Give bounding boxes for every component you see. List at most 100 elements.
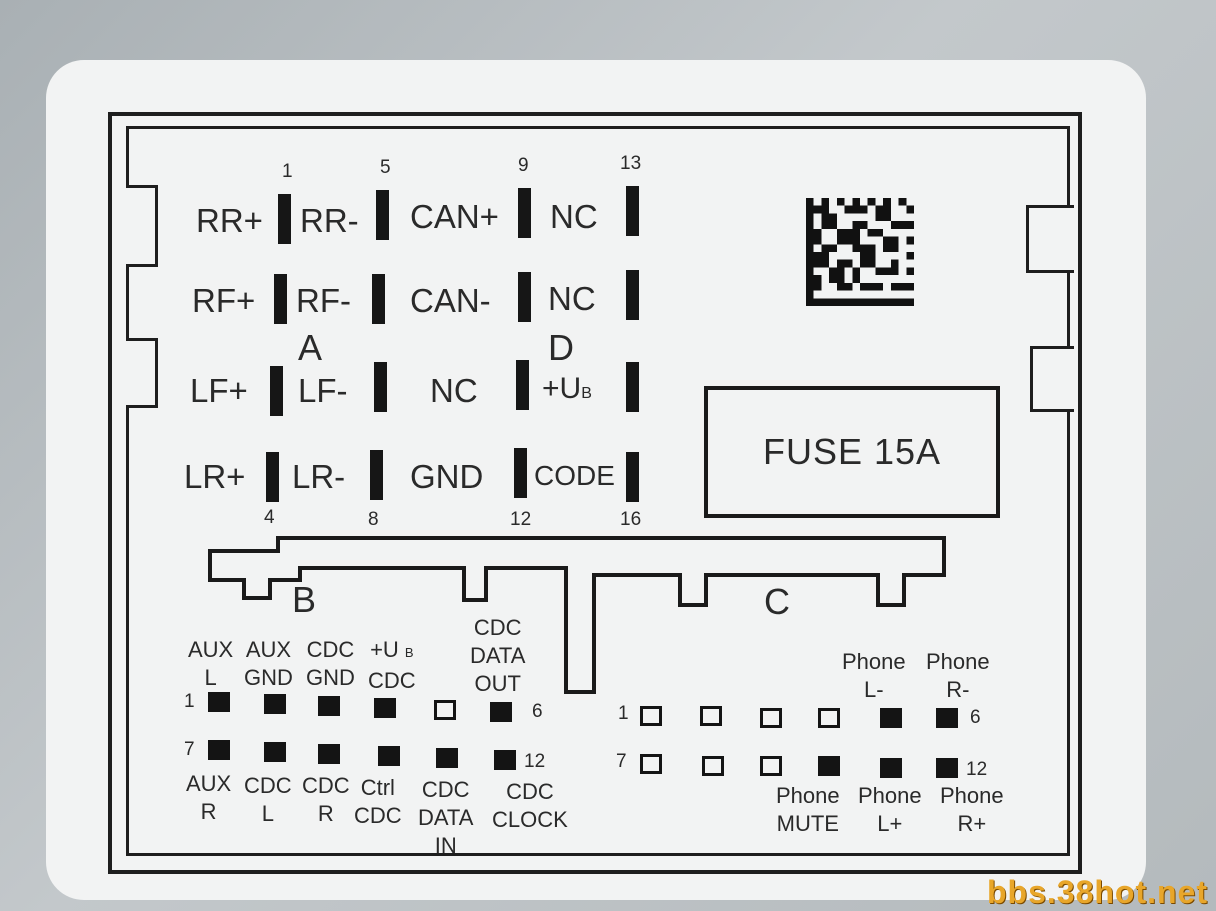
signal-nc-top: NC bbox=[550, 198, 598, 235]
pin-d5 bbox=[626, 186, 639, 236]
c-pin-11 bbox=[880, 758, 902, 778]
c-pin-9 bbox=[760, 756, 782, 776]
pin-d3 bbox=[516, 360, 529, 410]
b-pin-9 bbox=[318, 744, 340, 764]
right-notch-bottom bbox=[1030, 346, 1074, 412]
c-pin-8 bbox=[702, 756, 724, 776]
pin-d4 bbox=[514, 448, 527, 498]
c-pin-6 bbox=[936, 708, 958, 728]
signal-lr-minus: LR- bbox=[292, 458, 346, 495]
pin-number-13: 13 bbox=[620, 153, 642, 174]
pin-number-9: 9 bbox=[518, 155, 529, 176]
b-pin-4 bbox=[374, 698, 396, 718]
pin-number-1: 1 bbox=[282, 161, 293, 182]
c-pin-2 bbox=[700, 706, 722, 726]
left-notch-top bbox=[126, 185, 158, 267]
pin-number-8: 8 bbox=[368, 509, 379, 530]
pin-a1 bbox=[278, 194, 291, 244]
c-pin-5 bbox=[880, 708, 902, 728]
signal-nc-mid: NC bbox=[548, 280, 596, 317]
c-pin-number-12: 12 bbox=[966, 759, 988, 780]
signal-can-plus: CAN+ bbox=[410, 198, 499, 235]
connector-label-sticker bbox=[46, 60, 1146, 900]
connector-c-label: C bbox=[764, 581, 790, 622]
b-pin-3 bbox=[318, 696, 340, 716]
signal-lr-plus: LR+ bbox=[184, 458, 246, 495]
c-pin-1 bbox=[640, 706, 662, 726]
b-pin-11 bbox=[436, 748, 458, 768]
fuse-box: FUSE 15A bbox=[704, 386, 1000, 518]
connector-b-label: B bbox=[292, 579, 317, 620]
b-pin-12 bbox=[494, 750, 516, 770]
datamatrix-code bbox=[806, 198, 914, 306]
c-pin-12 bbox=[936, 758, 958, 778]
c-pin-3 bbox=[760, 708, 782, 728]
b-pin-number-12: 12 bbox=[524, 751, 546, 772]
plus-u-subscript: B bbox=[581, 385, 592, 402]
pin-a8 bbox=[370, 450, 383, 500]
pin-number-12: 12 bbox=[510, 509, 532, 530]
pin-a2 bbox=[274, 274, 287, 324]
signal-rr-plus: RR+ bbox=[196, 202, 263, 239]
plus-u-text: +U bbox=[542, 372, 582, 405]
c-pin-number-6: 6 bbox=[970, 707, 981, 728]
signal-rr-minus: RR- bbox=[300, 202, 359, 239]
signal-rf-minus: RF- bbox=[296, 282, 351, 319]
pin-a6 bbox=[372, 274, 385, 324]
b-pin-8 bbox=[264, 742, 286, 762]
watermark-text: bbs.38hot.net bbox=[986, 874, 1208, 910]
connector-a-label: A bbox=[298, 327, 323, 368]
pin-number-5: 5 bbox=[380, 157, 391, 178]
right-notch-top bbox=[1026, 205, 1074, 273]
b-pin-6 bbox=[490, 702, 512, 722]
pin-d7 bbox=[626, 362, 639, 412]
b-pin-5 bbox=[434, 700, 456, 720]
connector-d-label: D bbox=[548, 327, 574, 368]
pin-a3 bbox=[270, 366, 283, 416]
c-pin-number-1: 1 bbox=[618, 703, 629, 724]
pin-a7 bbox=[374, 362, 387, 412]
b-pin-number-1: 1 bbox=[184, 691, 195, 712]
c-pin-number-7: 7 bbox=[616, 751, 627, 772]
b-pin-1 bbox=[208, 692, 230, 712]
signal-rf-plus: RF+ bbox=[192, 282, 256, 319]
pin-d2 bbox=[518, 272, 531, 322]
pin-a5 bbox=[376, 190, 389, 240]
b-pin-number-7: 7 bbox=[184, 739, 195, 760]
pin-a4 bbox=[266, 452, 279, 502]
pin-d1 bbox=[518, 188, 531, 238]
b-pin-2 bbox=[264, 694, 286, 714]
c-pin-7 bbox=[640, 754, 662, 774]
signal-code: CODE bbox=[534, 460, 615, 491]
c-pin-4 bbox=[818, 708, 840, 728]
inner-frame bbox=[126, 126, 1070, 856]
c-pin-10 bbox=[818, 756, 840, 776]
signal-lf-minus: LF- bbox=[298, 372, 348, 409]
pin-number-16: 16 bbox=[620, 509, 642, 530]
b-pin-7 bbox=[208, 740, 230, 760]
outer-frame bbox=[108, 112, 1082, 874]
b-pin-number-6: 6 bbox=[532, 701, 543, 722]
signal-plus-u: +UB bbox=[542, 374, 592, 404]
left-notch-bottom bbox=[126, 338, 158, 408]
signal-can-minus: CAN- bbox=[410, 282, 491, 319]
signal-nc-left: NC bbox=[430, 372, 478, 409]
signal-gnd: GND bbox=[410, 458, 484, 495]
pin-d8 bbox=[626, 452, 639, 502]
b-pin-10 bbox=[378, 746, 400, 766]
